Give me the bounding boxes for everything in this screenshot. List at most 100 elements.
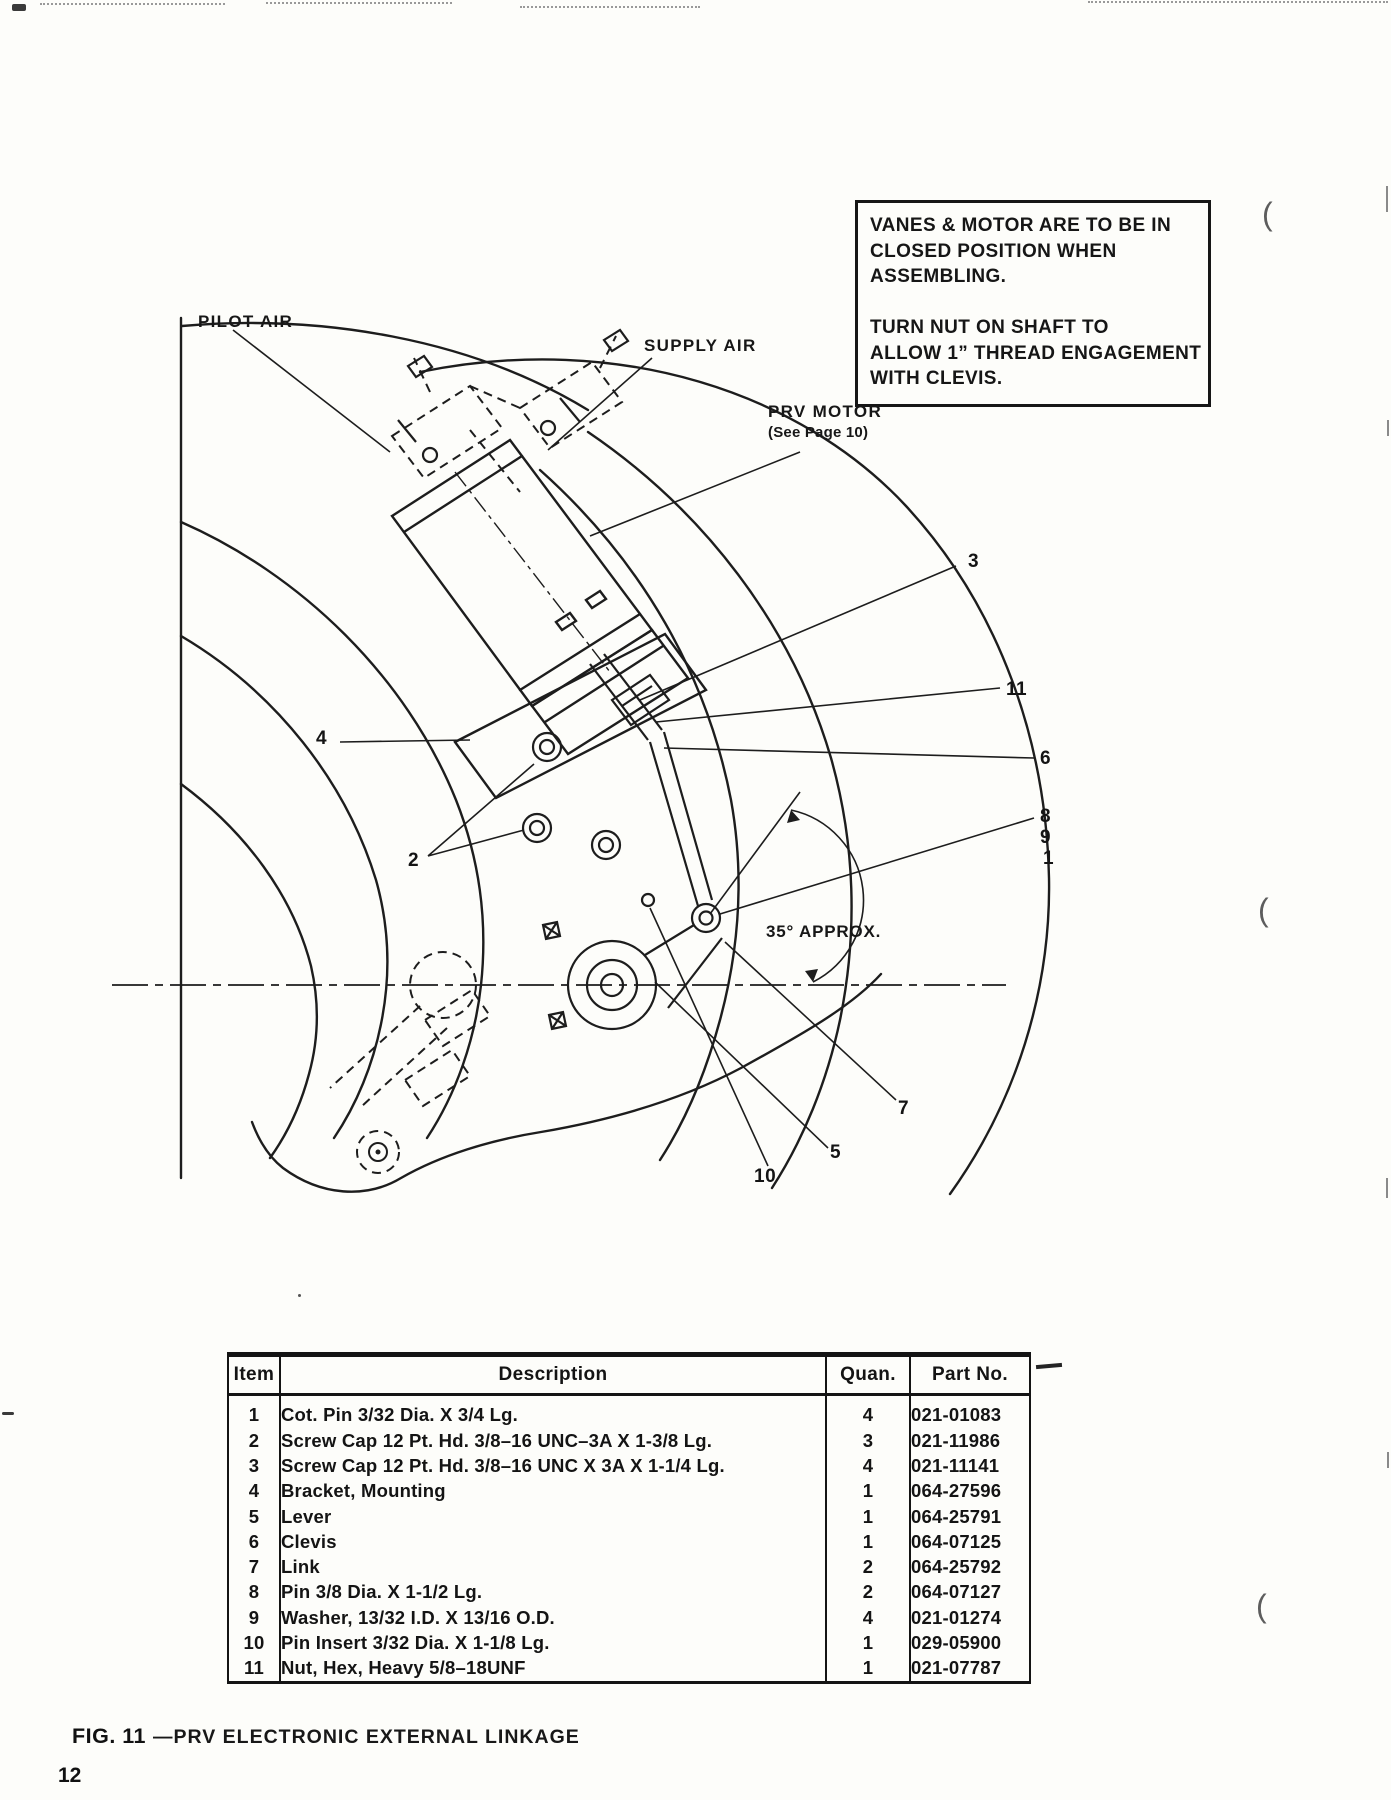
table-row: 4 Bracket, Mounting 1 064-27596 xyxy=(228,1478,1030,1505)
scan-artifact: ( xyxy=(1256,1588,1267,1624)
page-number: 12 xyxy=(58,1764,82,1787)
table-row: 6 Clevis 1 064-07125 xyxy=(228,1529,1030,1555)
cell-part-no: 064-07125 xyxy=(909,1529,1030,1555)
assembly-note-box: VANES & MOTOR ARE TO BE IN CLOSED POSITI… xyxy=(855,200,1211,407)
scan-artifact xyxy=(520,6,700,8)
cell-description: Lever xyxy=(279,1504,826,1530)
cell-part-no: 021-01274 xyxy=(909,1605,1030,1631)
cell-quantity: 1 xyxy=(825,1529,910,1555)
figure-caption: FIG. 11 —PRV ELECTRONIC EXTERNAL LINKAGE xyxy=(72,1724,580,1749)
figure-number: FIG. 11 xyxy=(72,1724,147,1748)
header-description: Description xyxy=(279,1354,826,1396)
cell-part-no: 021-01083 xyxy=(909,1394,1030,1429)
cell-quantity: 1 xyxy=(825,1655,910,1683)
table-row: 10 Pin Insert 3/32 Dia. X 1-1/8 Lg. 1 02… xyxy=(228,1630,1030,1656)
prv-motor-label: PRV MOTOR xyxy=(768,402,883,421)
angle-label: 35° APPROX. xyxy=(766,922,882,941)
cell-item: 8 xyxy=(248,1581,260,1603)
header-part-no: Part No. xyxy=(909,1354,1030,1396)
cell-quantity: 3 xyxy=(825,1428,910,1454)
cell-description: Pin 3/8 Dia. X 1-1/2 Lg. xyxy=(279,1580,826,1606)
table-row: 9 Washer, 13/32 I.D. X 13/16 O.D. 4 021-… xyxy=(228,1605,1030,1631)
cell-description: Clevis xyxy=(279,1529,826,1555)
scan-artifact: ( xyxy=(1262,196,1273,232)
callout-10: 10 xyxy=(754,1166,777,1187)
scan-artifact xyxy=(1387,1452,1389,1468)
table-row: 7 Link 2 064-25792 xyxy=(228,1554,1030,1581)
cell-description: Screw Cap 12 Pt. Hd. 3/8–16 UNC X 3A X 1… xyxy=(279,1453,826,1479)
parts-table-section: Item Description Quan. Part No. 1 Cot. P… xyxy=(227,1352,1031,1685)
cell-part-no: 021-11986 xyxy=(909,1428,1030,1454)
cell-item: 11 xyxy=(244,1657,264,1679)
cell-quantity: 1 xyxy=(825,1504,910,1530)
cell-quantity: 2 xyxy=(825,1554,910,1581)
scan-artifact xyxy=(1387,420,1389,436)
table-row: 5 Lever 1 064-25791 xyxy=(228,1504,1030,1530)
parts-table: Item Description Quan. Part No. 1 Cot. P… xyxy=(227,1352,1031,1685)
cell-description: Pin Insert 3/32 Dia. X 1-1/8 Lg. xyxy=(279,1630,826,1656)
scan-artifact xyxy=(1088,1,1388,3)
note-line: CLOSED POSITION WHEN xyxy=(870,240,1117,262)
scan-artifact xyxy=(2,1412,14,1415)
cell-item: 2 xyxy=(248,1429,260,1451)
callout-3: 3 xyxy=(968,551,980,572)
table-header-row: Item Description Quan. Part No. xyxy=(228,1354,1030,1396)
callout-11: 11 xyxy=(1006,679,1028,700)
cell-quantity: 1 xyxy=(825,1478,910,1505)
cell-quantity: 4 xyxy=(825,1394,910,1429)
cell-item: 3 xyxy=(248,1454,260,1476)
cell-quantity: 4 xyxy=(825,1605,910,1631)
cell-quantity: 2 xyxy=(825,1580,910,1606)
cell-part-no: 021-11141 xyxy=(909,1453,1030,1479)
cell-quantity: 1 xyxy=(825,1630,910,1656)
figure-title: —PRV ELECTRONIC EXTERNAL LINKAGE xyxy=(153,1726,580,1748)
scan-artifact: ( xyxy=(1258,892,1269,928)
scan-artifact xyxy=(40,3,225,5)
callout-1: 1 xyxy=(1043,848,1055,869)
callout-7: 7 xyxy=(898,1098,910,1119)
callout-2: 2 xyxy=(408,850,420,871)
cell-description: Washer, 13/32 I.D. X 13/16 O.D. xyxy=(279,1605,826,1631)
cell-part-no: 021-07787 xyxy=(909,1655,1030,1683)
cell-description: Link xyxy=(279,1554,826,1581)
scan-artifact xyxy=(12,4,26,11)
table-row: 2 Screw Cap 12 Pt. Hd. 3/8–16 UNC–3A X 1… xyxy=(228,1428,1030,1454)
cell-part-no: 064-25791 xyxy=(909,1504,1030,1530)
scan-artifact xyxy=(266,2,452,4)
pilot-air-label: PILOT AIR xyxy=(198,312,294,331)
cell-description: Screw Cap 12 Pt. Hd. 3/8–16 UNC–3A X 1-3… xyxy=(279,1428,826,1454)
cell-description: Bracket, Mounting xyxy=(279,1478,826,1505)
note-line: ASSEMBLING. xyxy=(870,266,1007,287)
callout-4: 4 xyxy=(316,728,328,749)
cell-item: 9 xyxy=(248,1606,260,1628)
prv-motor-sublabel: (See Page 10) xyxy=(768,424,869,441)
cell-description: Cot. Pin 3/32 Dia. X 3/4 Lg. xyxy=(279,1394,826,1429)
note-line: ALLOW 1” THREAD ENGAGEMENT xyxy=(870,342,1202,364)
cell-description: Nut, Hex, Heavy 5/8–18UNF xyxy=(279,1655,826,1683)
cell-part-no: 029-05900 xyxy=(909,1630,1030,1656)
callout-6: 6 xyxy=(1040,748,1052,769)
note-line: TURN NUT ON SHAFT TO xyxy=(870,317,1109,338)
header-item: Item xyxy=(228,1354,280,1396)
cell-item: 1 xyxy=(248,1404,260,1426)
scan-artifact xyxy=(298,1294,301,1297)
cell-item: 7 xyxy=(248,1556,260,1578)
scan-artifact xyxy=(1386,186,1388,212)
table-row: 8 Pin 3/8 Dia. X 1-1/2 Lg. 2 064-07127 xyxy=(228,1580,1030,1606)
scan-artifact xyxy=(1386,1178,1388,1198)
cell-part-no: 064-07127 xyxy=(909,1580,1030,1606)
cell-item: 4 xyxy=(248,1480,260,1502)
cell-quantity: 4 xyxy=(825,1453,910,1479)
note-line xyxy=(870,290,1196,316)
table-row: 1 Cot. Pin 3/32 Dia. X 3/4 Lg. 4 021-010… xyxy=(228,1394,1030,1429)
cell-part-no: 064-27596 xyxy=(909,1478,1030,1505)
callout-8: 8 xyxy=(1040,806,1052,827)
supply-air-label: SUPPLY AIR xyxy=(644,336,757,355)
note-line: VANES & MOTOR ARE TO BE IN xyxy=(870,215,1172,236)
cell-item: 10 xyxy=(243,1632,265,1654)
callout-9: 9 xyxy=(1040,827,1052,848)
note-line: WITH CLEVIS. xyxy=(870,368,1003,389)
callout-5: 5 xyxy=(830,1142,842,1163)
